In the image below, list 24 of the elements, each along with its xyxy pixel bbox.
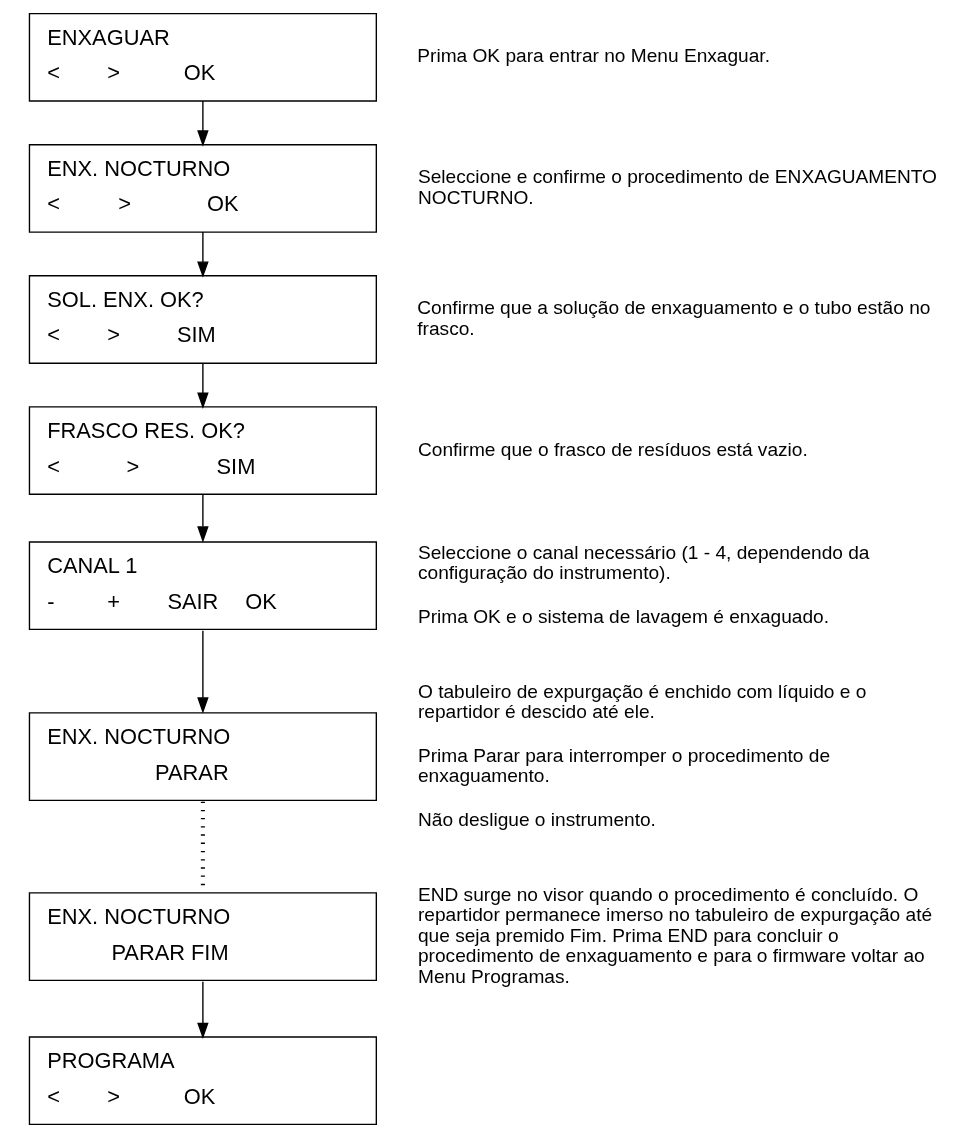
node-label: Prima Parar para interromper o procedimento de enxaguamento. [417, 744, 831, 787]
node-label: Confirme que o frasco de resíduos está vazio. [417, 438, 808, 460]
node-box: ENX. NOCTURNO < > OK [28, 144, 377, 233]
node-label: Prima OK e o sistema de lavagem é enxaguado. [417, 605, 830, 627]
node-box: SOL. ENX. OK? < > SIM [28, 275, 377, 364]
arrow [197, 493, 209, 543]
node-label: Seleccione o canal necessário (1 - 4, dependendo da configuração do instrumento). [417, 541, 870, 584]
node-box: ENXAGUAR < > OK [28, 12, 377, 102]
arrow [197, 100, 209, 147]
node-label: Seleccione e confirme o procedimento de ENXAGUAMENTO NOCTURNO. [417, 166, 937, 208]
node-label: Confirme que a solução de enxaguamento e o tubo estão no frasco. [417, 297, 931, 339]
arrow [197, 362, 209, 409]
node-box: CANAL 1 - + SAIR OK [28, 541, 377, 631]
arrow [197, 981, 209, 1040]
arrow [197, 630, 209, 714]
node-box: PROGRAMA < > OK [28, 1036, 377, 1126]
node-label: O tabuleiro de expurgação é enchido com líquido e o repartidor é descido até ele. [417, 680, 867, 723]
node-box: ENX. NOCTURNO PARAR FIM [28, 892, 377, 981]
node-label: Não desligue o instrumento. [417, 808, 656, 830]
node-box: FRASCO RES. OK? < > SIM [28, 406, 377, 495]
node-box: ENX. NOCTURNO PARAR [28, 712, 377, 801]
arrow [197, 231, 209, 278]
node-label: Prima OK para entrar no Menu Enxaguar. [417, 45, 770, 67]
node-label: END surge no visor quando o procedimento é concluído. O repartidor permanece imerso no tabuleiro de expurgação até que seja premido Fim. Prima END para concluir o procedimento de enxaguamento e para o firmware voltar ao Menu Programas. [417, 883, 933, 987]
